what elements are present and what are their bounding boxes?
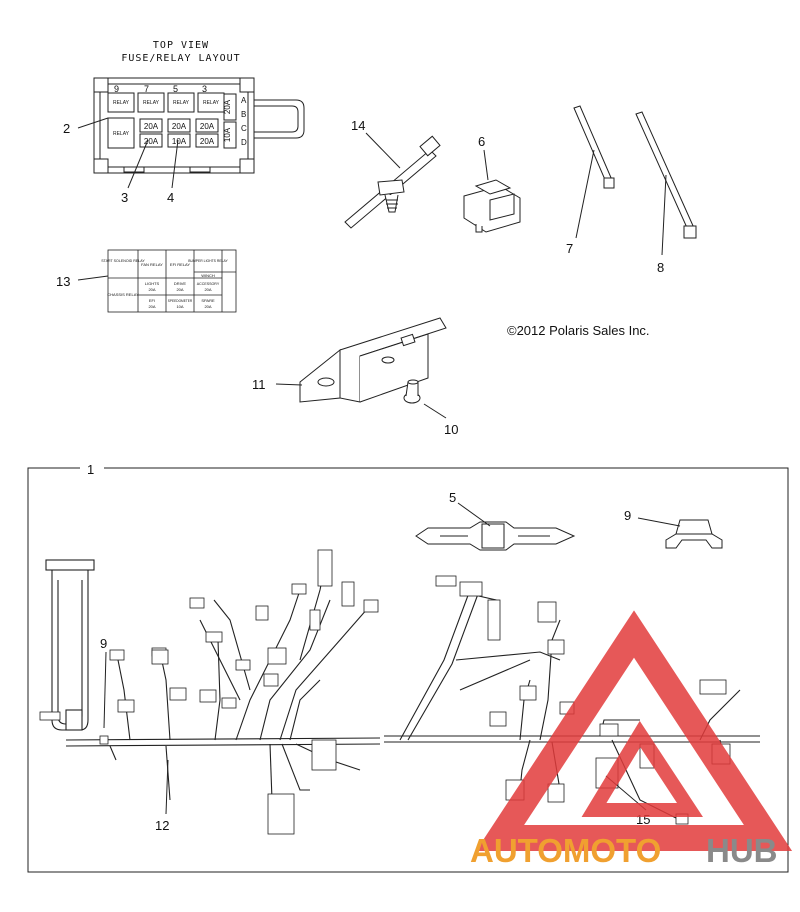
fuse-r2-2: 20A — [172, 122, 187, 131]
callout-13: 13 — [56, 274, 70, 289]
callout-9-upper: 9 — [624, 508, 631, 523]
fuse-side-letter-d: D — [241, 138, 247, 147]
decal-winch: WINCH — [201, 273, 215, 278]
decal-r1c4: BUMPER LIGHTS RELAY — [188, 259, 228, 263]
callout-2: 2 — [63, 121, 70, 136]
fuse-top-number-2: 7 — [144, 84, 149, 94]
part-13-fuse-decal — [107, 249, 237, 313]
decal-r2c3a: DRIVE — [174, 281, 187, 286]
decal-r2c4a: ACCESSORY — [197, 282, 220, 286]
decal-r1c1: START SOLENOID RELAY — [101, 259, 145, 263]
fuse-relay-box — [93, 77, 305, 174]
relay-label-5: RELAY — [113, 131, 130, 137]
part-7-cable-tie — [573, 105, 615, 189]
left-harness-connectors — [39, 549, 379, 835]
callout-10: 10 — [444, 422, 458, 437]
callout-11: 11 — [252, 377, 266, 392]
decal-r1c3: EFI RELAY — [170, 262, 190, 267]
decal-text: START SOLENOID RELAY FAN RELAY EFI RELAY… — [101, 259, 228, 309]
callout-5: 5 — [449, 490, 456, 505]
copyright-notice: ©2012 Polaris Sales Inc. — [507, 323, 650, 338]
decal-r2c2a: LIGHTS — [145, 281, 160, 286]
fuse-layout-title-line2: FUSE/RELAY LAYOUT — [121, 53, 240, 64]
decal-r3c4a: SPARE — [201, 298, 215, 303]
relay-label-3: RELAY — [173, 100, 190, 106]
fuse-r2-1: 20A — [144, 122, 159, 131]
fuse-leaders — [77, 117, 179, 189]
fuse-box-labels: 9 7 5 3 A B C D RELAY RELAY RELAY RELAY … — [113, 84, 247, 147]
decal-r3c3a: SPEEDOMETER — [168, 299, 193, 303]
decal-r2c4b: 20A — [204, 287, 211, 292]
callout-7: 7 — [566, 241, 573, 256]
part-14-cable-tie-mount — [344, 135, 441, 229]
fuse-r3-1: 20A — [144, 137, 159, 146]
part-5-inline-fuse-holder — [415, 521, 576, 551]
part-11-bracket — [299, 317, 447, 403]
decal-r3c4b: 20A — [204, 304, 211, 309]
fuse-top-number-1: 9 — [114, 84, 119, 94]
callout-1: 1 — [87, 462, 94, 477]
decal-r1c2: FAN RELAY — [141, 262, 163, 267]
watermark-text-hub: HUB — [706, 832, 778, 869]
fuse-side-letter-a: A — [241, 96, 247, 105]
harness-frame — [27, 467, 789, 873]
watermark-logo — [475, 610, 793, 851]
callout-3: 3 — [121, 190, 128, 205]
watermark-inner-triangle-icon — [581, 720, 703, 817]
relay-label-4: RELAY — [203, 100, 220, 106]
watermark-triangle-icon — [475, 610, 793, 851]
callout-12: 12 — [155, 818, 169, 833]
watermark-text-automoto: AUTOMOTO — [470, 832, 661, 869]
fuse-r3-2: 10A — [172, 137, 187, 146]
relay-label-2: RELAY — [143, 100, 160, 106]
decal-r2c2b: 20A — [148, 287, 155, 292]
callout-8: 8 — [657, 260, 664, 275]
fuse-side-2: 10A — [223, 127, 232, 142]
fuse-top-number-3: 5 — [173, 84, 178, 94]
decal-r2c3b: 20A — [176, 287, 183, 292]
fuse-r2-3: 20A — [200, 122, 215, 131]
part-6-connector — [463, 179, 521, 233]
part-9-mount-clip — [665, 519, 723, 549]
fuse-layout-title-line1: TOP VIEW — [153, 40, 209, 51]
left-wire-harness — [45, 559, 381, 801]
part-10-push-rivet — [403, 379, 421, 404]
callout-9-lower: 9 — [100, 636, 107, 651]
callout-14: 14 — [351, 118, 365, 133]
fuse-side-letter-b: B — [241, 110, 246, 119]
fuse-top-number-4: 3 — [202, 84, 207, 94]
fuse-side-letter-c: C — [241, 124, 247, 133]
relay-label-1: RELAY — [113, 100, 130, 106]
decal-r2c1: CHASSIS RELAY — [107, 292, 139, 297]
part-8-cable-tie — [635, 111, 697, 239]
fuse-side-1: 20A — [223, 99, 232, 114]
decal-r3c2b: 20A — [148, 304, 155, 309]
fuse-r3-3: 20A — [200, 137, 215, 146]
decal-r3c3b: 10A — [176, 304, 183, 309]
callout-6: 6 — [478, 134, 485, 149]
callout-4: 4 — [167, 190, 174, 205]
decal-r3c2a: EFI — [149, 298, 155, 303]
